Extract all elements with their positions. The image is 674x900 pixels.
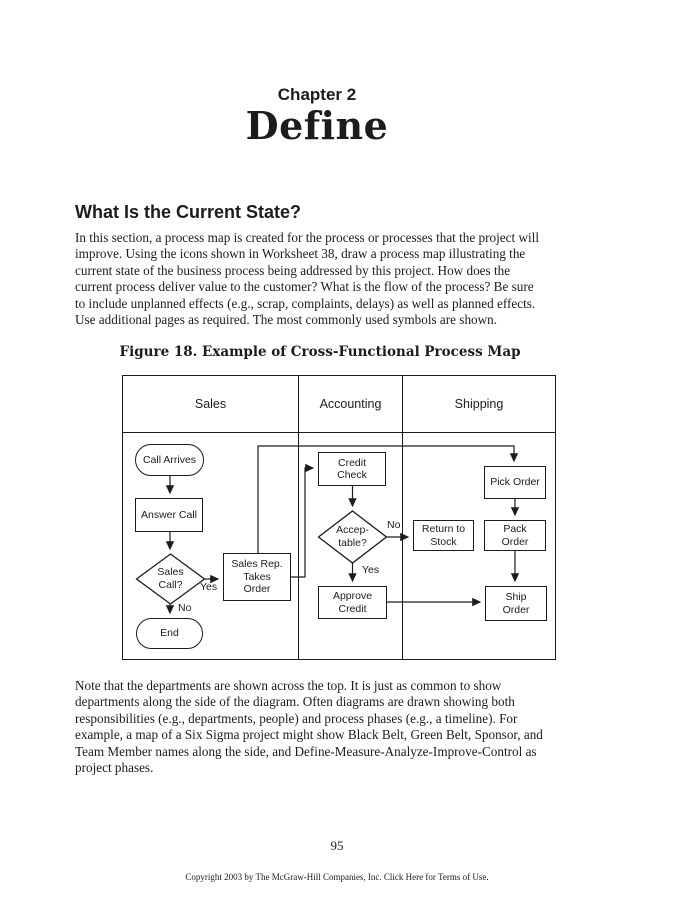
note-paragraph: Note that the departments are shown acro… <box>75 678 615 776</box>
node-label-line: Accep- <box>336 524 369 536</box>
node-label-line: Approve <box>332 590 373 602</box>
node-label-line: table? <box>338 536 367 549</box>
edge-label-yes: Yes <box>200 581 218 593</box>
paragraph-line: to include unplanned effects (e.g., scra… <box>75 295 536 311</box>
paragraph-line: Team Member names along the side, and De… <box>75 743 537 759</box>
node-label-line: Call Arrives <box>142 453 197 466</box>
chapter-title: Define <box>245 103 389 148</box>
node-label-line: Check <box>337 469 367 481</box>
flow-connectors <box>135 445 520 615</box>
decision-acceptable-shape <box>317 510 388 564</box>
paragraph-line: example, a map of a Six Sigma project mi… <box>75 727 543 743</box>
lane-header-rule <box>123 432 555 433</box>
node-pick-order: Pick Order <box>484 466 546 499</box>
paragraph-line: current state of the business process be… <box>75 262 511 278</box>
node-pack-order: Pack Order <box>484 520 546 551</box>
edge-label-no: No <box>387 519 401 531</box>
node-ship-order: Ship Order <box>485 586 547 621</box>
page-number: 95 <box>330 838 344 853</box>
node-answer-call: Answer Call <box>135 498 203 532</box>
node-label-line: Pick Order <box>490 476 540 489</box>
node-label-line: Answer Call <box>140 508 198 521</box>
node-label-line: Order <box>243 583 271 596</box>
node-label-line: Order <box>502 603 530 616</box>
copyright-line: Copyright 2003 by The McGraw-Hill Compan… <box>185 872 489 882</box>
edge-sales-rep-to-pick-order <box>257 445 519 553</box>
decision-sales-call-shape <box>135 553 206 605</box>
node-label-line: Credit <box>338 602 367 615</box>
figure-caption: Figure 18. Example of Cross-Functional P… <box>119 344 521 360</box>
node-sales-rep-takes-order: Sales Rep. Takes Order <box>223 553 291 601</box>
node-label-line: Order <box>501 535 529 548</box>
paragraph-line: improve. Using the icons shown in Worksh… <box>75 246 526 262</box>
node-approve-credit: Approve Credit <box>318 586 387 619</box>
node-label-line: Sales <box>157 566 184 578</box>
paragraph-line: Use additional pages as required. The mo… <box>75 312 498 328</box>
node-sales-call-label: Sales Call? <box>141 566 201 591</box>
lane-divider <box>298 376 299 659</box>
node-label-line: Ship <box>505 591 527 603</box>
node-label-line: Credit <box>337 456 366 469</box>
node-acceptable-label: Accep- table? <box>323 524 383 549</box>
edge-label-yes: Yes <box>362 564 380 576</box>
lane-header-sales: Sales <box>194 397 227 411</box>
paragraph-line: In this section, a process map is create… <box>75 230 539 245</box>
edge-sales-rep-to-credit-check <box>291 463 315 578</box>
lane-header-accounting: Accounting <box>319 397 382 411</box>
node-call-arrives: Call Arrives <box>135 444 204 476</box>
node-label-line: Return to <box>421 523 466 535</box>
paragraph-line: project phases. <box>75 760 154 776</box>
paragraph-line: responsibilities (e.g., departments, peo… <box>75 710 518 726</box>
lane-divider <box>402 376 403 659</box>
node-label-line: Stock <box>430 535 457 548</box>
node-return-to-stock: Return to Stock <box>413 520 474 551</box>
node-label-line: Sales Rep. <box>231 558 283 571</box>
paragraph-line: current process deliver value to the cus… <box>75 279 534 295</box>
intro-paragraph: In this section, a process map is create… <box>75 230 615 328</box>
edge-label-no: No <box>178 602 192 614</box>
node-credit-check: Credit Check <box>318 452 386 486</box>
node-label-line: Pack <box>503 523 527 535</box>
process-map-figure: Sales Accounting Shipping <box>122 375 556 660</box>
lane-header-shipping: Shipping <box>454 397 504 411</box>
node-label-line: Takes <box>243 570 271 583</box>
node-end: End <box>136 618 203 649</box>
paragraph-line: Note that the departments are shown acro… <box>75 678 502 693</box>
node-label-line: Call? <box>158 578 183 591</box>
node-label-line: End <box>160 627 179 640</box>
chapter-label: Chapter 2 <box>277 85 357 104</box>
paragraph-line: departments along the side of the diagra… <box>75 694 515 710</box>
section-heading: What Is the Current State? <box>75 202 302 222</box>
